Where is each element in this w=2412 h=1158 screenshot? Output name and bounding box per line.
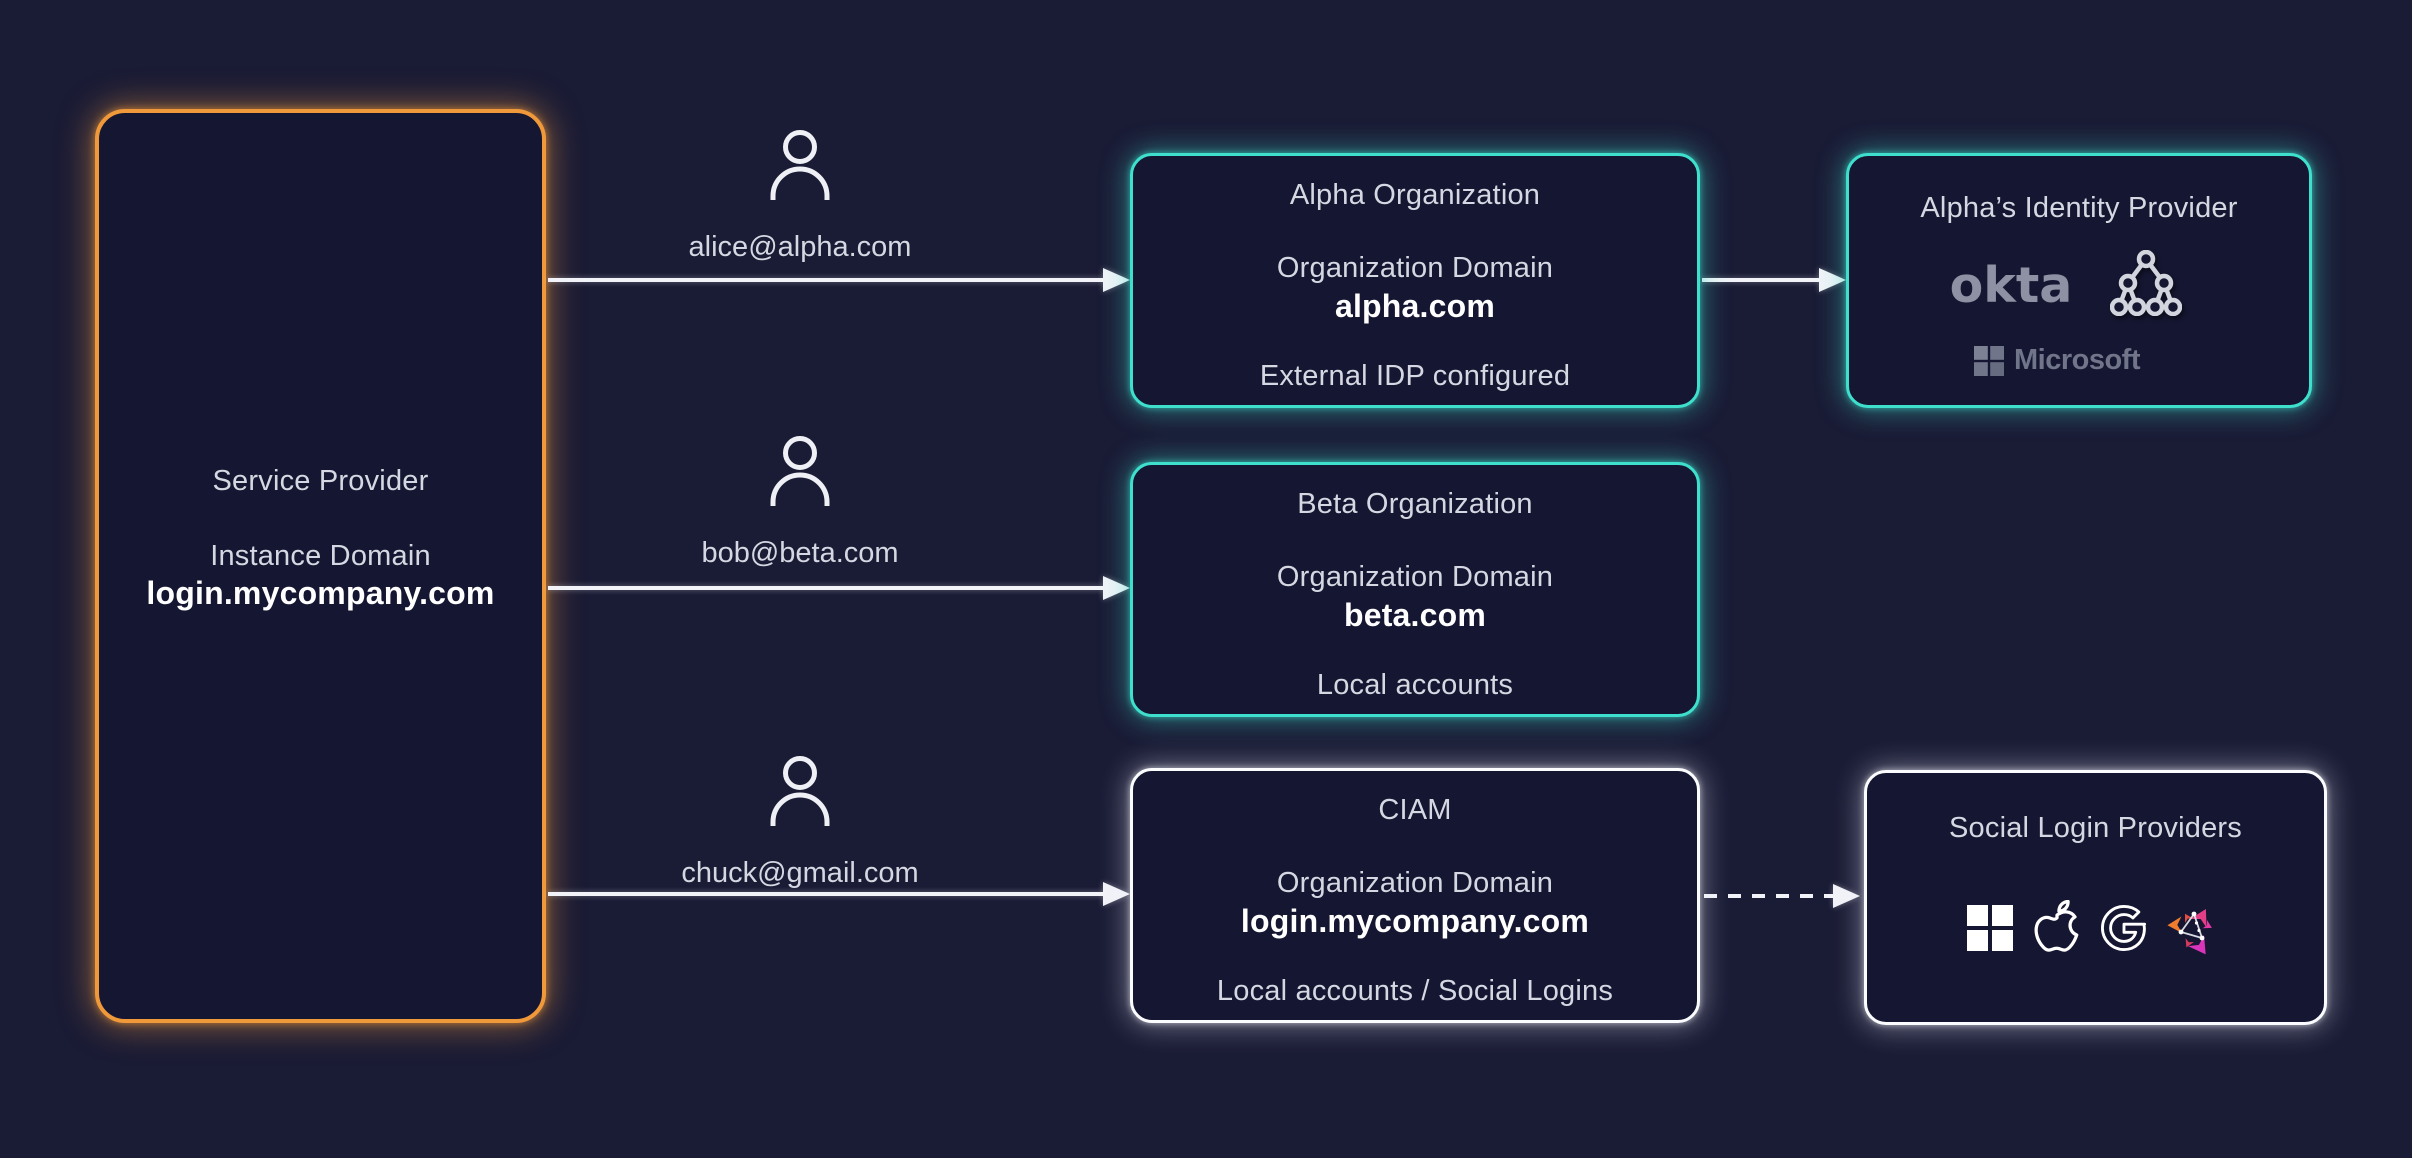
arrow-ciam-to-social-dashed (1704, 894, 1834, 898)
microsoft-logo: Microsoft (1849, 344, 2309, 377)
google-icon (2101, 905, 2147, 951)
apple-icon (2034, 900, 2079, 952)
org-domain: beta.com (1343, 597, 1487, 633)
org-domain: login.mycompany.com (1240, 903, 1590, 939)
social-title: Social Login Providers (1949, 812, 2242, 844)
org-title: CIAM (1378, 794, 1452, 826)
arrowhead-icon (1103, 268, 1130, 292)
arrowhead-icon (1103, 576, 1130, 600)
arrow-alice-to-alpha (548, 278, 1104, 282)
arrowhead-icon (1819, 268, 1846, 292)
user-icon (770, 130, 830, 200)
org-domain: alpha.com (1334, 288, 1496, 324)
user-icon (770, 756, 830, 826)
user-row-chuck: chuck@gmail.com (650, 756, 950, 891)
beta-organization-box: Beta Organization Organization Domain be… (1130, 462, 1700, 717)
arrow-alpha-to-idp (1702, 278, 1819, 282)
user-icon (770, 436, 830, 506)
user-row-alice: alice@alpha.com (650, 130, 950, 265)
alphas-identity-provider-box: Alpha’s Identity Provider okta (1846, 153, 2312, 408)
alpha-organization-box: Alpha Organization Organization Domain a… (1130, 153, 1700, 408)
org-domain-label: Organization Domain (1276, 561, 1554, 593)
arrowhead-icon (1833, 884, 1860, 908)
user-email: bob@beta.com (701, 537, 899, 569)
social-login-providers-box: Social Login Providers (1864, 770, 2327, 1025)
org-domain-label: Organization Domain (1276, 252, 1554, 284)
service-provider-box: Service Provider Instance Domain login.m… (95, 109, 546, 1023)
org-note: External IDP configured (1259, 360, 1571, 392)
org-note: Local accounts / Social Logins (1216, 975, 1614, 1007)
user-row-bob: bob@beta.com (650, 436, 950, 571)
user-email: chuck@gmail.com (681, 857, 919, 889)
microsoft-wordmark: Microsoft (2014, 344, 2141, 376)
arrowhead-icon (1103, 882, 1130, 906)
idp-title: Alpha’s Identity Provider (1920, 192, 2238, 224)
org-title: Beta Organization (1297, 488, 1533, 520)
ciam-box: CIAM Organization Domain login.mycompany… (1130, 768, 1700, 1023)
user-email: alice@alpha.com (688, 231, 912, 263)
social-icons-row (1867, 899, 2324, 957)
identity-network-icon (2167, 904, 2215, 957)
okta-logo: okta (1949, 257, 2073, 314)
service-provider-domain: login.mycompany.com (146, 575, 495, 611)
arrow-chuck-to-ciam (548, 892, 1104, 896)
service-provider-domain-label: Instance Domain (210, 540, 431, 572)
org-note: Local accounts (1316, 669, 1514, 701)
org-title: Alpha Organization (1289, 179, 1541, 211)
org-domain-label: Organization Domain (1276, 867, 1554, 899)
arrow-bob-to-beta (548, 586, 1104, 590)
microsoft-icon (1967, 905, 2013, 951)
service-provider-title: Service Provider (212, 465, 429, 497)
directory-tree-icon (2110, 250, 2182, 316)
microsoft-grid-icon (1974, 345, 2004, 376)
